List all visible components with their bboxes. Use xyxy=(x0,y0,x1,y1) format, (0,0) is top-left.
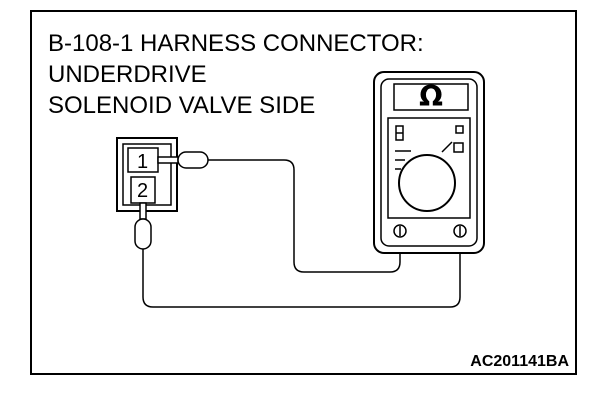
ohm-icon: Ω xyxy=(419,80,443,113)
lead-wire-pin-2 xyxy=(142,232,461,308)
probe-1-body xyxy=(177,151,209,169)
range-selector-dial xyxy=(398,154,456,212)
title-line-2: UNDERDRIVE xyxy=(48,61,207,88)
meter-display xyxy=(393,83,469,111)
probe-1-tip xyxy=(157,156,179,164)
meter-scale-mark-4 xyxy=(441,141,453,153)
figure-code: AC201141BA xyxy=(470,353,569,370)
test-probe-pin-1 xyxy=(157,151,209,169)
multimeter: Ω xyxy=(373,71,485,254)
title-line-1: B-108-1 HARNESS CONNECTOR: xyxy=(48,30,424,57)
meter-button-large xyxy=(453,142,464,153)
harness-connector: 1 2 xyxy=(116,137,178,212)
probe-2-tip xyxy=(139,202,147,220)
meter-button-small xyxy=(455,125,464,134)
probe-2-body xyxy=(134,218,152,250)
lead-wire-pin-1 xyxy=(208,159,401,273)
pin-1-label: 1 xyxy=(137,151,148,173)
pin-2-label: 2 xyxy=(137,180,148,202)
title-line-3: SOLENOID VALVE SIDE xyxy=(48,92,315,119)
